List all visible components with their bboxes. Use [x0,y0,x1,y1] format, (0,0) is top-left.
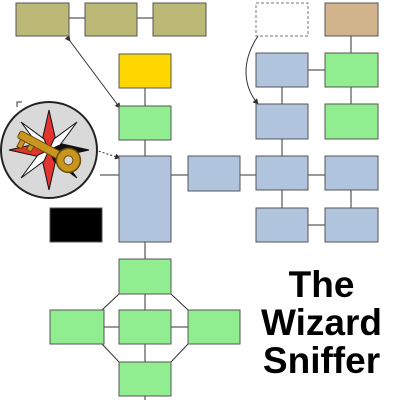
compass-star-key-icon [0,101,98,199]
room-black[interactable] [49,207,103,243]
room-green-center[interactable] [118,309,172,345]
room-green-south[interactable] [118,361,172,397]
room-gold[interactable] [118,53,172,89]
room-olive-3[interactable] [152,2,207,37]
room-blue-r4[interactable] [255,207,309,243]
room-blue-r1[interactable] [255,52,309,88]
room-tan[interactable] [324,2,379,37]
room-green-r2[interactable] [324,103,379,140]
room-green-east[interactable] [187,309,241,345]
title-line-2: Wizard [261,302,382,343]
room-green-r1[interactable] [324,52,379,88]
room-blue-r3[interactable] [255,155,309,191]
room-dashed-hidden[interactable] [255,2,309,37]
room-blue-r3b[interactable] [324,155,379,191]
room-green-lower-1[interactable] [118,258,172,295]
title-line-1: The [288,264,355,305]
map-rooms [15,2,379,397]
room-green-upper[interactable] [118,105,172,141]
room-central-hub[interactable] [118,155,172,243]
room-blue-r2[interactable] [255,103,309,140]
title-line-3: Sniffer [262,340,381,381]
room-blue-corridor[interactable] [187,155,241,192]
game-title: The Wizard Sniffer [261,266,382,380]
room-green-west[interactable] [49,309,105,345]
map-connections [16,17,352,400]
room-olive-1[interactable] [15,2,70,37]
room-olive-2[interactable] [84,2,138,37]
room-blue-r4b[interactable] [324,207,379,243]
